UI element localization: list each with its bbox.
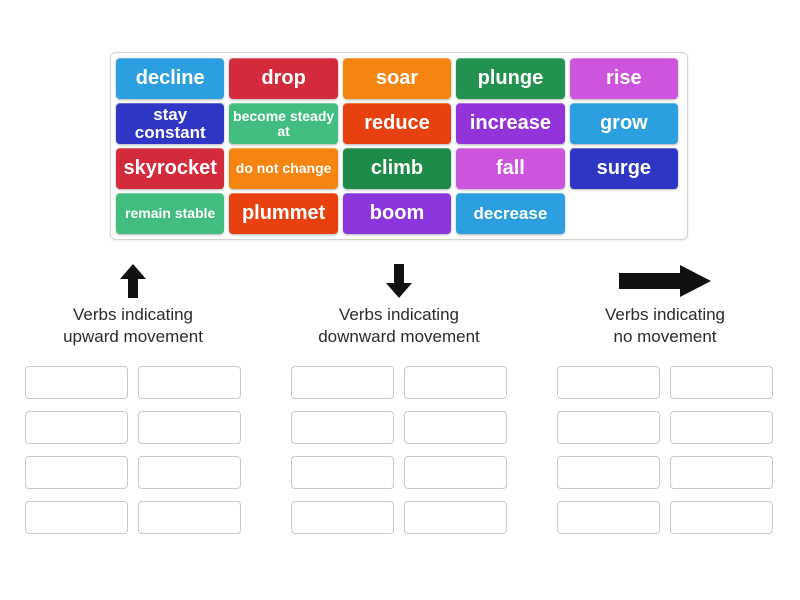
- word-tile[interactable]: do not change: [229, 148, 338, 189]
- category-1: Verbs indicating upward movement: [0, 262, 266, 347]
- drop-slot[interactable]: [404, 456, 507, 489]
- drop-slot[interactable]: [138, 411, 241, 444]
- drop-slot[interactable]: [557, 411, 660, 444]
- drop-slot[interactable]: [404, 366, 507, 399]
- category-header-row: Verbs indicating upward movement Verbs in…: [0, 262, 800, 347]
- drop-slot[interactable]: [138, 501, 241, 534]
- drop-slot[interactable]: [291, 411, 394, 444]
- word-tile[interactable]: skyrocket: [116, 148, 225, 189]
- word-tile[interactable]: become steady at: [229, 103, 338, 144]
- category-2: Verbs indicating downward movement: [266, 262, 532, 347]
- word-tile[interactable]: increase: [456, 103, 565, 144]
- drop-slot[interactable]: [25, 501, 128, 534]
- word-tile[interactable]: plunge: [456, 58, 565, 99]
- drop-slot[interactable]: [25, 456, 128, 489]
- word-tile[interactable]: soar: [342, 58, 452, 99]
- arrow-down-icon: [384, 262, 414, 300]
- word-tile[interactable]: climb: [342, 148, 452, 189]
- drop-slot[interactable]: [557, 501, 660, 534]
- word-tile[interactable]: decline: [116, 58, 225, 99]
- word-tile-placeholder: [570, 193, 678, 234]
- word-tile[interactable]: drop: [229, 58, 338, 99]
- drop-zone-category-3[interactable]: [532, 360, 798, 540]
- word-tile[interactable]: boom: [342, 193, 452, 234]
- drop-slot[interactable]: [404, 501, 507, 534]
- drop-slot[interactable]: [670, 456, 773, 489]
- word-tile[interactable]: plummet: [229, 193, 338, 234]
- arrow-up-icon: [118, 262, 148, 300]
- drop-slot[interactable]: [138, 456, 241, 489]
- drop-zone-row: [0, 360, 800, 540]
- drop-slot[interactable]: [557, 366, 660, 399]
- drop-slot[interactable]: [291, 456, 394, 489]
- category-label: Verbs indicating downward movement: [318, 305, 480, 346]
- drop-slot[interactable]: [291, 366, 394, 399]
- drop-zone-category-2[interactable]: [266, 360, 532, 540]
- drop-slot[interactable]: [138, 366, 241, 399]
- category-label: Verbs indicating upward movement: [63, 305, 203, 346]
- drop-slot[interactable]: [404, 411, 507, 444]
- word-tile[interactable]: surge: [569, 148, 679, 189]
- word-tile[interactable]: reduce: [342, 103, 452, 144]
- category-3: Verbs indicating no movement: [532, 262, 798, 347]
- drop-zone-category-1[interactable]: [0, 360, 266, 540]
- drop-slot[interactable]: [670, 411, 773, 444]
- drop-slot[interactable]: [557, 456, 660, 489]
- drop-slot[interactable]: [670, 501, 773, 534]
- drop-slot[interactable]: [25, 411, 128, 444]
- word-tile[interactable]: stay constant: [116, 103, 225, 144]
- arrow-right-icon: [618, 262, 712, 300]
- drop-slot[interactable]: [25, 366, 128, 399]
- word-tile[interactable]: fall: [456, 148, 565, 189]
- drop-slot[interactable]: [670, 366, 773, 399]
- word-tile[interactable]: rise: [569, 58, 679, 99]
- word-tile[interactable]: decrease: [456, 193, 565, 234]
- word-tile[interactable]: remain stable: [116, 193, 225, 234]
- category-label: Verbs indicating no movement: [604, 305, 726, 346]
- drop-slot[interactable]: [291, 501, 394, 534]
- word-tile[interactable]: grow: [569, 103, 679, 144]
